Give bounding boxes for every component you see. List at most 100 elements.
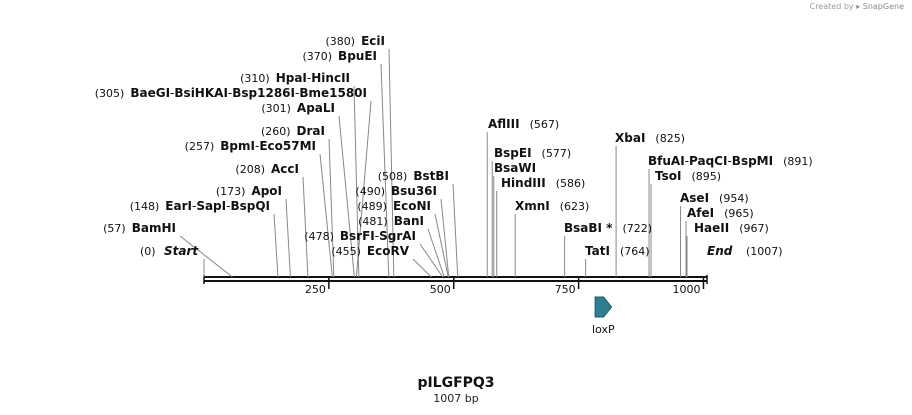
cut-site-line: [412, 258, 432, 278]
cut-site-line: [380, 63, 390, 278]
enzyme-name: SapI: [196, 199, 226, 213]
enzyme-name: HincII: [311, 71, 350, 85]
cut-position: (764): [620, 245, 650, 258]
enzyme-name: HpaI: [276, 71, 307, 85]
enzyme-name: ApoI: [251, 184, 282, 198]
enzyme-name: AseI: [680, 191, 709, 205]
cut-position: (623): [560, 200, 590, 213]
enzyme-separator: -: [375, 229, 379, 243]
cut-position: (260): [261, 125, 291, 138]
feature-arrow-loxP: [594, 296, 613, 318]
cut-position: (825): [655, 132, 685, 145]
cut-site-line: [419, 243, 444, 278]
cut-position: (301): [261, 102, 291, 115]
cut-position: (895): [691, 170, 721, 183]
cut-position: (490): [355, 185, 385, 198]
cut-position: (455): [331, 245, 361, 258]
enzyme-name: BsiHKAI: [174, 86, 228, 100]
enzyme-name: EcoRV: [367, 244, 410, 258]
enzyme-separator: -: [685, 154, 689, 168]
enzyme-name: PaqCI: [689, 154, 727, 168]
cut-position: (481): [358, 215, 388, 228]
enzyme-name: ApaLI: [297, 101, 335, 115]
enzyme-separator: -: [255, 139, 259, 153]
enzyme-name: BsaBI *: [564, 221, 613, 235]
enzyme-name: BspMI: [732, 154, 773, 168]
enzyme-name: DraI: [297, 124, 325, 138]
enzyme-name: Bsp1286I: [232, 86, 295, 100]
enzyme-separator: -: [307, 71, 311, 85]
sequence-name: pILGFPQ3: [417, 375, 495, 391]
cut-position: (173): [216, 185, 246, 198]
end-label: End: [707, 244, 733, 258]
cut-position: (478): [304, 230, 334, 243]
enzyme-name: BpuEI: [338, 49, 377, 63]
enzyme-name: BsaWI: [494, 161, 536, 175]
enzyme-name: AccI: [271, 162, 299, 176]
cut-position: (257): [185, 140, 215, 153]
cut-position: (586): [556, 177, 586, 190]
enzyme-separator: -: [170, 86, 174, 100]
credit-prefix: Created by: [809, 2, 854, 11]
enzyme-name: Bsu36I: [391, 184, 437, 198]
enzyme-name: AfeI: [687, 206, 714, 220]
cut-site-line: [440, 198, 450, 278]
cut-position: (967): [739, 222, 769, 235]
enzyme-name: EarI: [165, 199, 192, 213]
cut-position: (57): [103, 222, 126, 235]
enzyme-name: BsrFI: [340, 229, 375, 243]
enzyme-separator: -: [295, 86, 299, 100]
cut-site-line: [273, 213, 279, 278]
ruler-tick-label: 250: [305, 283, 326, 296]
cut-position: (310): [240, 72, 270, 85]
ruler-tick-label: 750: [555, 283, 576, 296]
cut-position: (954): [719, 192, 749, 205]
cut-site-line: [328, 138, 335, 278]
enzyme-name: SgrAI: [379, 229, 416, 243]
credit-brand: SnapGene: [862, 2, 904, 11]
cut-site-line: [355, 100, 372, 278]
enzyme-separator: -: [727, 154, 731, 168]
ruler-tick-label: 1000: [673, 283, 701, 296]
enzyme-name: XmnI: [515, 199, 550, 213]
cut-position: (965): [724, 207, 754, 220]
cut-position: (577): [542, 147, 572, 160]
cut-position: (567): [530, 118, 560, 131]
cut-position: (891): [783, 155, 813, 168]
enzyme-name: BspQI: [230, 199, 270, 213]
ruler-tick-label: 500: [430, 283, 451, 296]
cut-site-line: [434, 213, 449, 278]
start-label: Start: [164, 244, 199, 258]
enzyme-name: XbaI: [615, 131, 645, 145]
cut-site-line: [452, 183, 459, 278]
cut-site-line: [319, 153, 333, 278]
sequence-length: 1007 bp: [433, 392, 479, 405]
enzyme-name: TatI: [585, 244, 610, 258]
enzyme-name: BamHI: [132, 221, 176, 235]
cut-site-line: [302, 176, 309, 278]
cut-site-line: [388, 48, 395, 278]
title-block: pILGFPQ3 1007 bp: [0, 375, 912, 405]
cut-site-line: [338, 115, 355, 278]
enzyme-name: HindIII: [501, 176, 546, 190]
cut-position: (370): [302, 50, 332, 63]
cut-position: (489): [357, 200, 387, 213]
cut-position: (380): [326, 35, 356, 48]
cut-site-line: [179, 235, 233, 278]
cut-site-line: [285, 198, 291, 278]
snapgene-logo-icon: ▸: [856, 2, 861, 11]
end-position: (1007): [746, 245, 783, 258]
cut-position: (722): [622, 222, 652, 235]
enzyme-name: TsoI: [655, 169, 681, 183]
enzyme-name: AflIII: [488, 117, 520, 131]
enzyme-separator: -: [192, 199, 196, 213]
cut-position: (305): [95, 87, 125, 100]
cut-site-line: [427, 228, 445, 278]
enzyme-name: BanI: [394, 214, 424, 228]
enzyme-name: BspEI: [494, 146, 532, 160]
enzyme-name: EciI: [361, 34, 385, 48]
feature-label: loxP: [592, 323, 615, 336]
enzyme-name: EcoNI: [393, 199, 431, 213]
enzyme-name: Eco57MI: [259, 139, 316, 153]
